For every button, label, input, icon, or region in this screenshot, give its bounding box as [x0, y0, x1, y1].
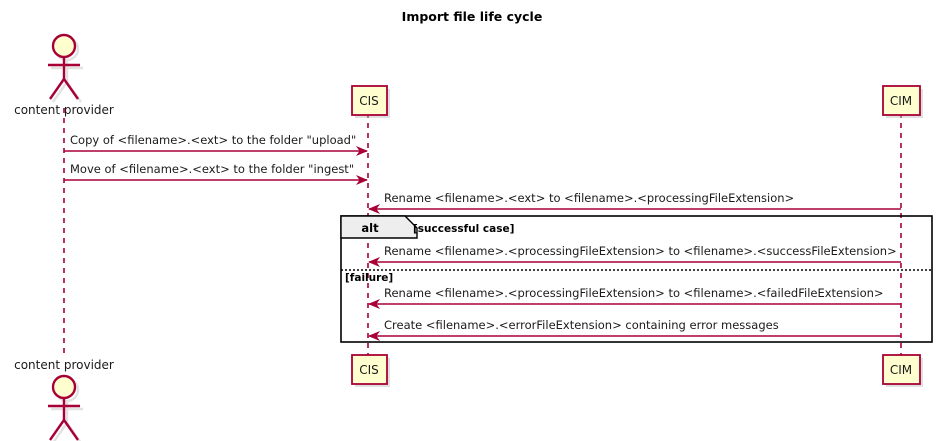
message-2: Move of <filename>.<ext> to the folder "…	[64, 162, 368, 185]
message-1-label: Copy of <filename>.<ext> to the folder "…	[70, 133, 356, 147]
actor-label-content-provider-bottom: content provider	[14, 358, 114, 372]
participant-label-cis-top: CIS	[359, 94, 379, 108]
participant-label-cim-bottom: CIM	[890, 363, 912, 377]
participant-box-cim-bottom[interactable]	[882, 354, 923, 387]
fragment-guard-failure: [failure]	[345, 272, 393, 284]
message-3-label: Rename <filename>.<ext> to <filename>.<p…	[384, 191, 794, 205]
diagram-title: Import file life cycle	[402, 9, 543, 24]
message-6-label: Create <filename>.<errorFileExtension> c…	[384, 318, 779, 332]
fragment-operator-tab	[340, 215, 418, 239]
message-2-label: Move of <filename>.<ext> to the folder "…	[70, 162, 354, 176]
participant-box-cis-top[interactable]	[351, 85, 390, 118]
combined-fragment-alt	[340, 215, 933, 343]
actor-content-provider-bottom	[48, 374, 83, 441]
fragment-guard-successful-case: [successful case]	[413, 223, 514, 235]
participant-box-cim-top[interactable]	[882, 85, 923, 118]
message-4-label: Rename <filename>.<processingFileExtensi…	[384, 244, 897, 258]
participant-label-cim-top: CIM	[890, 94, 912, 108]
participant-box-cis-bottom[interactable]	[351, 354, 390, 387]
actor-label-content-provider-top: content provider	[14, 103, 114, 117]
fragment-operator-label: alt	[361, 221, 379, 235]
message-1: Copy of <filename>.<ext> to the folder "…	[64, 133, 368, 156]
message-6: Create <filename>.<errorFileExtension> c…	[368, 318, 901, 341]
actor-content-provider-top	[48, 33, 83, 103]
message-4: Rename <filename>.<processingFileExtensi…	[368, 244, 901, 267]
message-3: Rename <filename>.<ext> to <filename>.<p…	[368, 191, 901, 214]
message-5: Rename <filename>.<processingFileExtensi…	[368, 286, 901, 309]
message-5-label: Rename <filename>.<processingFileExtensi…	[384, 286, 884, 300]
participant-label-cis-bottom: CIS	[359, 363, 379, 377]
